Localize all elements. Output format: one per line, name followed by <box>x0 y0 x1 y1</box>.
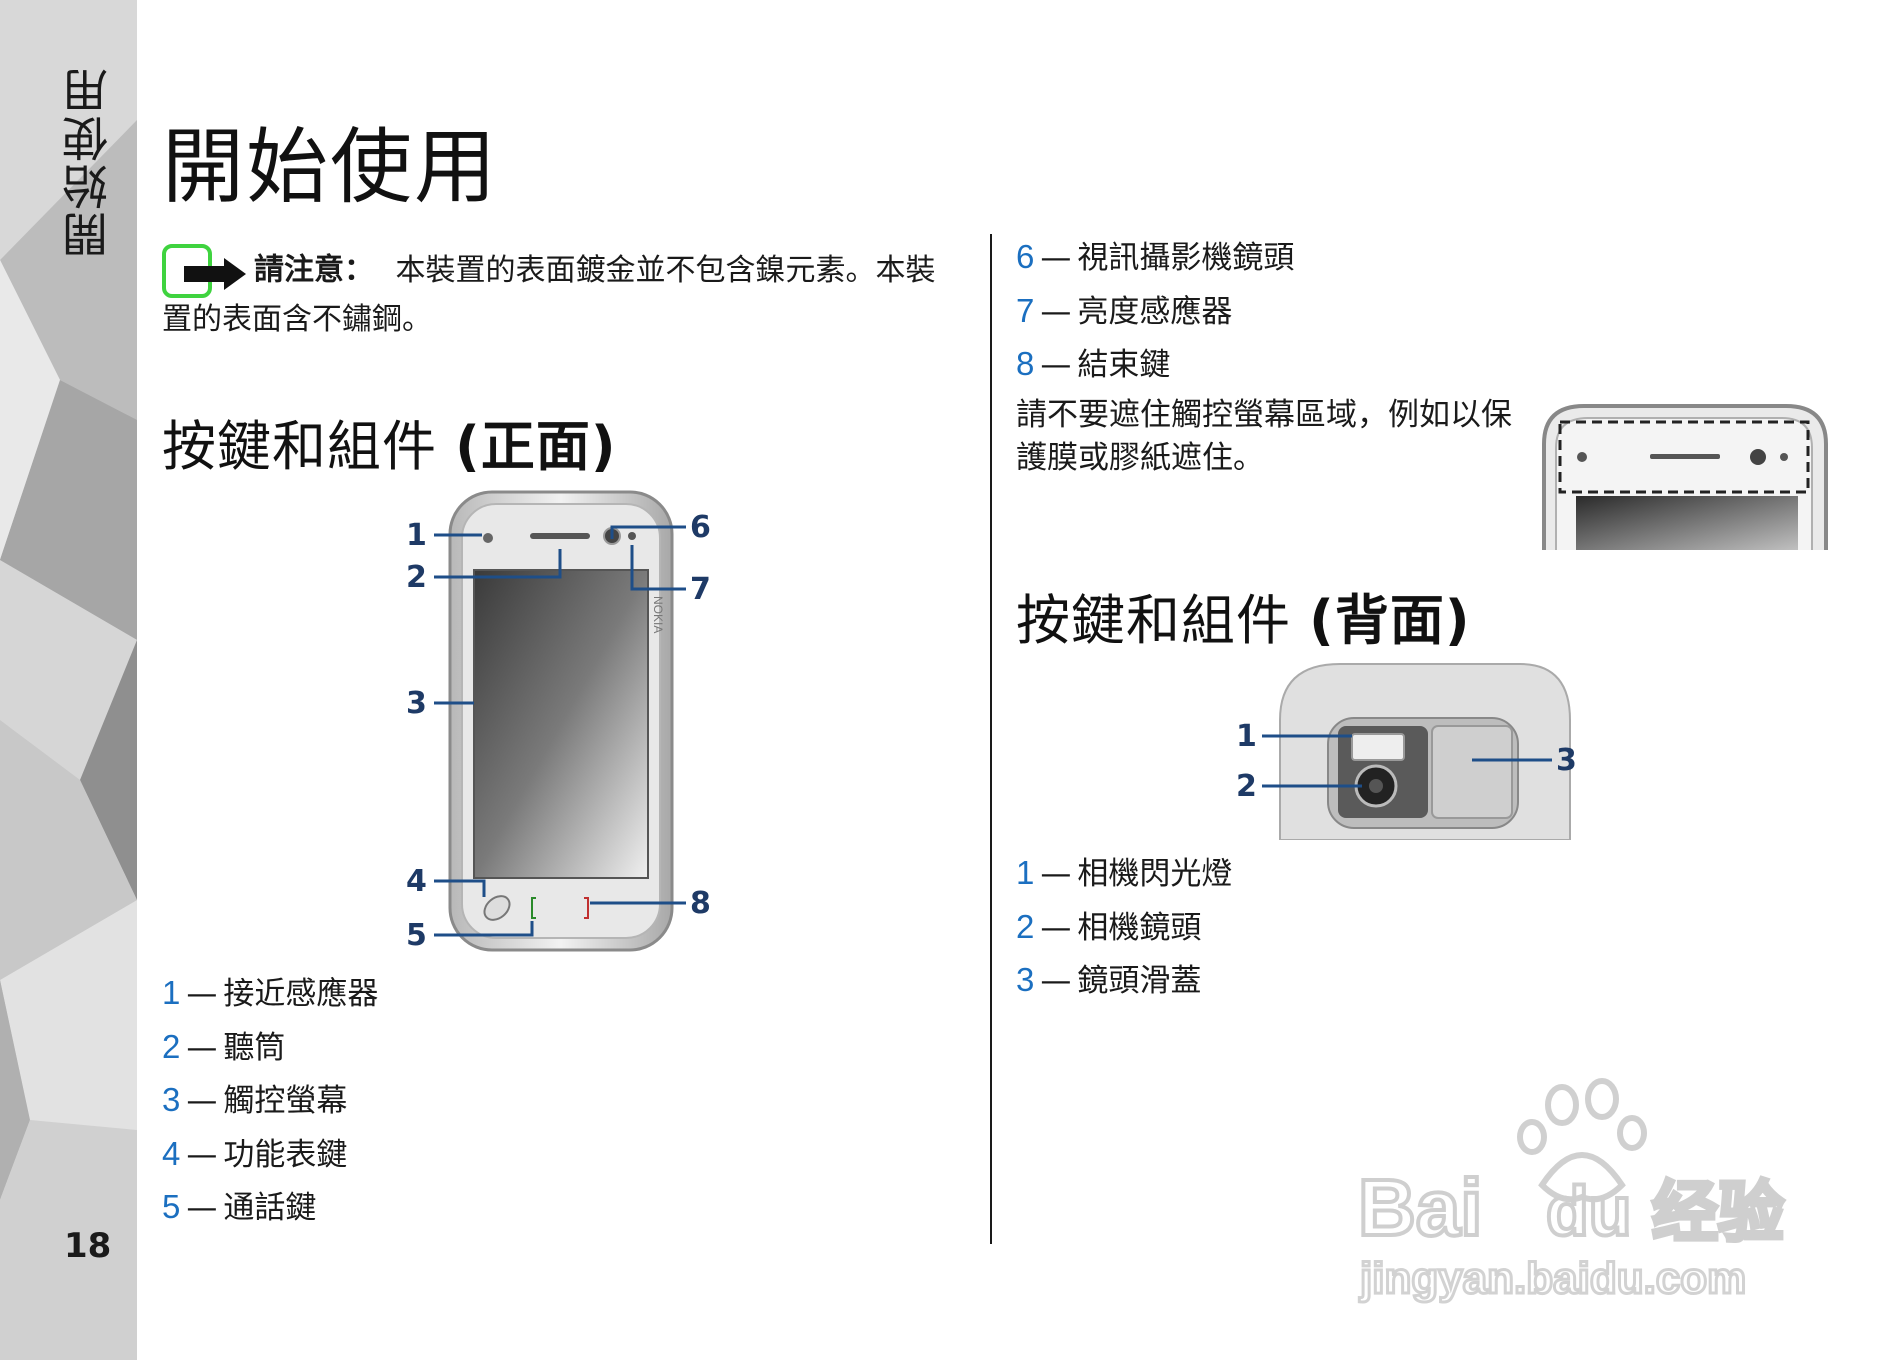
back-item-1: 1—相機閃光燈 <box>1016 846 1232 900</box>
side-tab-title: 開始使用 <box>58 58 118 258</box>
sidebar: 開始使用 18 <box>0 0 137 1360</box>
front-item-7: 7—亮度感應器 <box>1016 284 1294 338</box>
back-items-list: 1—相機閃光燈 2—相機鏡頭 3—鏡頭滑蓋 <box>1016 846 1232 1007</box>
front-items-list: 1—接近感應器 2—聽筒 3—觸控螢幕 4—功能表鍵 5—通話鍵 <box>162 966 378 1234</box>
front-heading-paren: (正面) <box>455 415 616 478</box>
front-heading-text: 按鍵和組件 <box>162 415 437 478</box>
page-title: 開始使用 <box>162 100 498 219</box>
front-item-1: 1—接近感應器 <box>162 966 378 1020</box>
back-heading: 按鍵和組件 (背面) <box>1016 576 1471 655</box>
back-callout-1: 1 <box>1236 719 1257 754</box>
back-heading-paren: (背面) <box>1309 589 1470 652</box>
front-item-8: 8—結束鍵 <box>1016 337 1294 391</box>
front-callout-8: 8 <box>690 886 711 921</box>
back-callout-2: 2 <box>1236 769 1257 804</box>
front-item-6: 6—視訊攝影機鏡頭 <box>1016 230 1294 284</box>
front-callout-5: 5 <box>406 918 427 953</box>
back-callout-3: 3 <box>1556 743 1577 778</box>
back-callouts: 1 2 3 <box>1230 710 1610 830</box>
column-divider <box>990 234 992 1244</box>
front-item-2: 2—聽筒 <box>162 1020 378 1074</box>
front-callouts: 1 2 3 4 5 6 7 8 <box>400 505 740 975</box>
back-item-3: 3—鏡頭滑蓋 <box>1016 953 1232 1007</box>
front-callout-1: 1 <box>406 518 427 553</box>
front-callout-7: 7 <box>690 572 711 607</box>
watermark-cn: 经验 <box>1652 1174 1784 1251</box>
page-number: 18 <box>64 1226 111 1266</box>
watermark-brand-suffix: du <box>1546 1172 1632 1250</box>
note-label: 請注意： <box>254 253 374 288</box>
back-heading-text: 按鍵和組件 <box>1016 589 1291 652</box>
note-hand-icon <box>162 244 250 298</box>
note-block: 請注意： 本裝置的表面鍍金並不包含鎳元素。本裝置的表面含不鏽鋼。 <box>162 244 962 342</box>
baidu-watermark: Bai du 经验 jingyan.baidu.com <box>1330 1075 1810 1305</box>
front-callout-4: 4 <box>406 864 427 899</box>
front-heading: 按鍵和組件 (正面) <box>162 402 617 481</box>
front-items-list-continued: 6—視訊攝影機鏡頭 7—亮度感應器 8—結束鍵 <box>1016 230 1294 391</box>
front-item-4: 4—功能表鍵 <box>162 1127 378 1181</box>
back-item-2: 2—相機鏡頭 <box>1016 900 1232 954</box>
front-callout-6: 6 <box>690 510 711 545</box>
front-callout-3: 3 <box>406 686 427 721</box>
front-item-5: 5—通話鍵 <box>162 1180 378 1234</box>
phone-top-snippet <box>1540 400 1830 550</box>
front-item-3: 3—觸控螢幕 <box>162 1073 378 1127</box>
watermark-url: jingyan.baidu.com <box>1359 1254 1746 1303</box>
screen-note: 請不要遮住觸控螢幕區域，例如以保護膜或膠紙遮住。 <box>1016 394 1536 480</box>
watermark-brand: Bai <box>1358 1163 1483 1252</box>
front-callout-2: 2 <box>406 560 427 595</box>
